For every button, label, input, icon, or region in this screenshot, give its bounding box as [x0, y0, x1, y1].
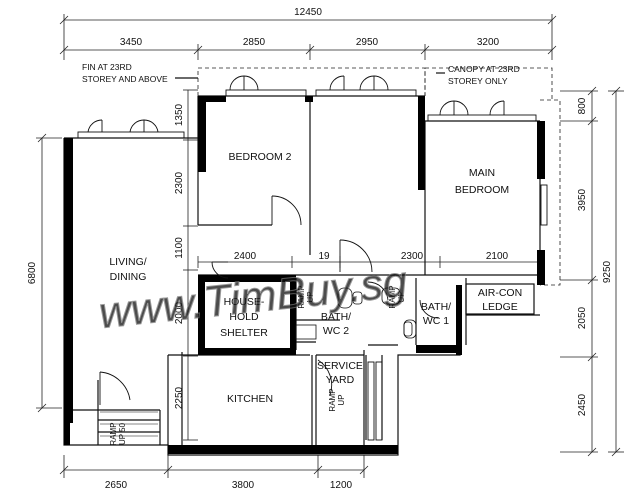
dim-inner-h-2: 19 [318, 251, 330, 262]
watermark: www.TimBuy.sg [97, 257, 410, 338]
note-fin-line1: FIN AT 23RD [82, 62, 132, 72]
windows [77, 75, 548, 441]
label-shelter-line1: HOUSE- [224, 296, 265, 308]
note-fin-line2: STOREY AND ABOVE [82, 74, 168, 84]
label-bath-wc2-line2: WC 2 [323, 325, 349, 337]
dim-inner-h-1: 2400 [234, 251, 257, 262]
dashed-outlines [197, 67, 561, 286]
dim-inner-h-4: 2100 [486, 251, 509, 262]
dim-inner-v-4: 2000 [174, 301, 185, 324]
dim-bottom-2: 3800 [232, 480, 255, 491]
dim-inner-h-3: 2300 [401, 251, 424, 262]
label-living-line2: DINING [110, 271, 147, 283]
note-ramp-up-wc1-line2: UP [397, 291, 406, 302]
dim-bottom-3: 1200 [330, 480, 353, 491]
label-shelter-line3: SHELTER [220, 327, 268, 339]
label-service-yard-line2: YARD [326, 374, 355, 386]
label-living-line1: LIVING/ [109, 256, 146, 268]
room-labels: BEDROOM 2 MAIN BEDROOM LIVING/ DINING HO… [109, 151, 522, 405]
dim-left-height: 6800 [27, 261, 38, 284]
note-ramp-up-wc2-line1: RAMP [297, 285, 306, 308]
dim-right-4: 2450 [577, 393, 588, 416]
label-main-bedroom-line2: BEDROOM [455, 184, 509, 196]
dim-right-2: 3950 [577, 188, 588, 211]
note-ramp-up-yard-line1: RAMP [328, 388, 337, 411]
label-aircon-line1: AIR-CON [478, 287, 522, 299]
dim-top-3: 2950 [356, 37, 379, 48]
dimension-lines [36, 14, 624, 478]
label-shelter-line2: HOLD [229, 311, 259, 323]
note-ramp-up-wc2-line2: UP [306, 291, 315, 302]
dim-top-4: 3200 [477, 37, 500, 48]
doors [99, 195, 439, 405]
label-aircon-line2: LEDGE [482, 301, 518, 313]
dim-right-1: 800 [577, 97, 588, 114]
dim-inner-v-1: 1350 [174, 103, 185, 126]
label-bedroom-2: BEDROOM 2 [228, 151, 291, 163]
dim-bottom-1: 2650 [105, 480, 128, 491]
dim-inner-v-5: 2250 [174, 386, 185, 409]
notes: FIN AT 23RD STOREY AND ABOVE CANOPY AT 2… [82, 62, 520, 446]
note-ramp-up-yard-line2: UP [337, 394, 346, 405]
label-bath-wc1-line1: BATH/ [421, 301, 451, 313]
label-kitchen: KITCHEN [227, 393, 273, 405]
dim-top-2: 2850 [243, 37, 266, 48]
dim-inner-v-2: 2300 [174, 171, 185, 194]
note-ramp-up-entry-line1: RAMP [109, 422, 118, 445]
sanitary-fixtures [295, 287, 417, 340]
note-canopy-line2: STOREY ONLY [448, 76, 508, 86]
walls-thick [64, 96, 545, 454]
dim-right-3: 2050 [577, 306, 588, 329]
note-ramp-up-wc1-line1: RAMP [388, 285, 397, 308]
dimension-labels: 12450 3450 2850 2950 3200 2650 3800 1200… [27, 7, 613, 491]
dim-inner-v-3: 1100 [174, 237, 185, 259]
dim-overall-width: 12450 [294, 7, 322, 18]
label-bath-wc2-line1: BATH/ [321, 311, 351, 323]
ramp-hatch [100, 411, 158, 437]
note-canopy-line1: CANOPY AT 23RD [448, 64, 520, 74]
dim-right-overall: 9250 [602, 260, 613, 283]
note-ramp-up-entry-line2: UP 50 [118, 422, 127, 445]
label-bath-wc1-line2: WC 1 [423, 315, 449, 327]
dim-top-1: 3450 [120, 37, 143, 48]
label-service-yard-line1: SERVICE [317, 360, 363, 372]
label-main-bedroom-line1: MAIN [469, 167, 495, 179]
